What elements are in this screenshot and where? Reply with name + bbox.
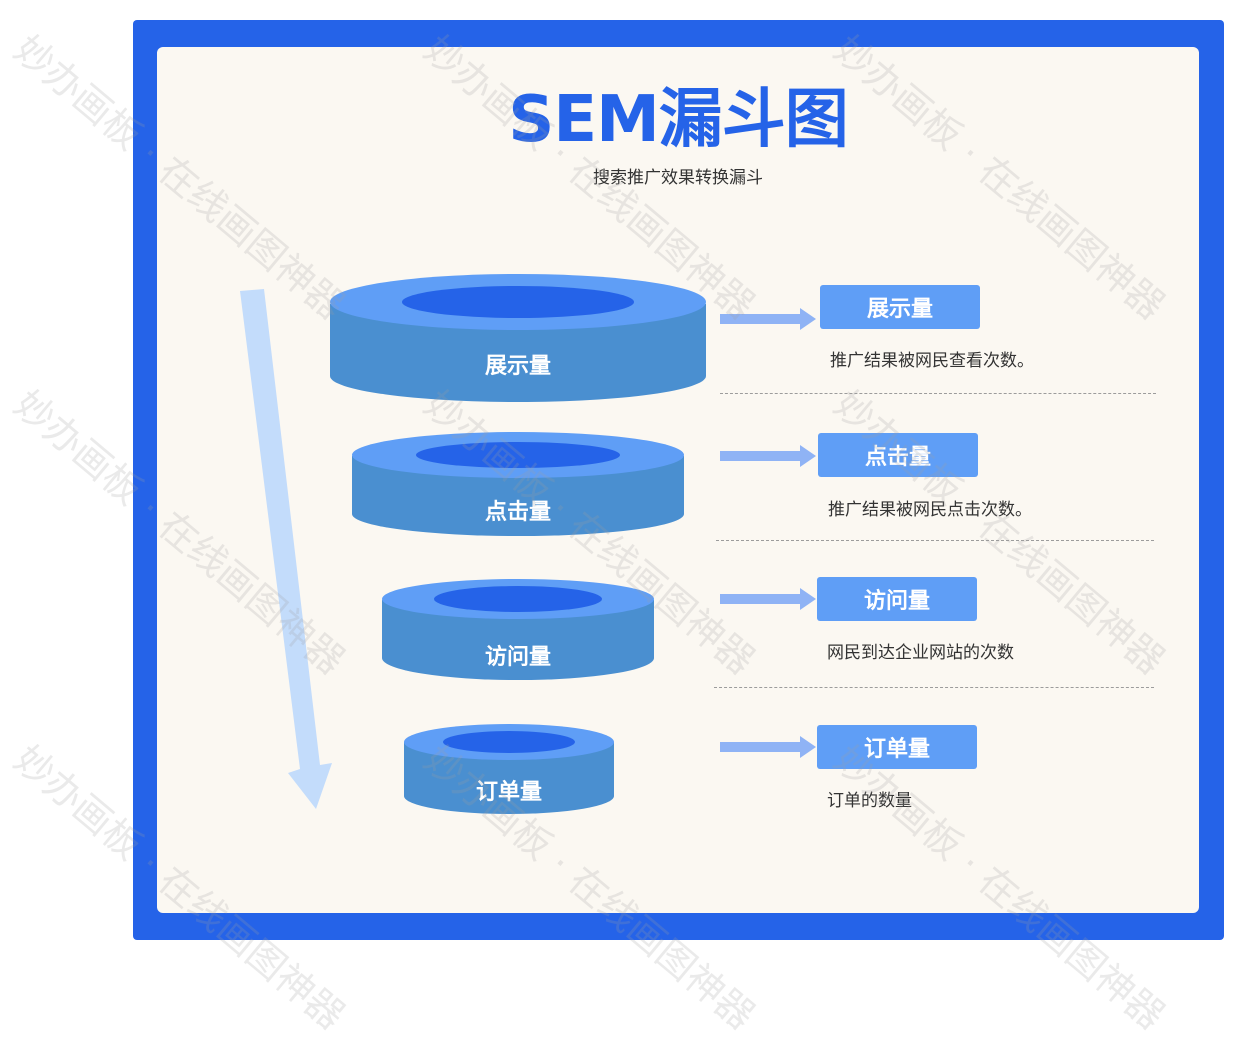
stage-tag: 访问量 — [817, 577, 977, 621]
stage-description: 订单的数量 — [827, 791, 912, 811]
stage-description: 网民到达企业网站的次数 — [827, 643, 1014, 663]
funnel-cylinder-orders: 订单量 — [402, 722, 616, 822]
right-arrow-icon — [720, 588, 816, 610]
stage-description: 推广结果被网民点击次数。 — [828, 500, 1032, 520]
divider — [716, 540, 1154, 541]
divider — [714, 687, 1154, 688]
cylinder-label: 访问量 — [484, 645, 551, 670]
page-title: SEM漏斗图 — [508, 83, 849, 157]
stage-tag: 订单量 — [817, 725, 977, 769]
down-arrow-icon — [240, 289, 332, 809]
cylinder-label: 展示量 — [484, 354, 551, 379]
funnel-cylinder-clicks: 点击量 — [350, 430, 686, 544]
right-arrow-icon — [720, 308, 816, 330]
funnel-cylinder-impressions: 展示量 — [328, 272, 708, 408]
right-arrow-icon — [720, 736, 816, 758]
cylinder-label: 点击量 — [484, 500, 551, 525]
right-arrow-icon — [720, 445, 816, 467]
cylinder-label: 订单量 — [475, 780, 542, 805]
funnel-cylinder-visits: 访问量 — [380, 578, 656, 688]
stage-tag: 点击量 — [818, 433, 978, 477]
divider — [720, 393, 1156, 394]
page-subtitle: 搜索推广效果转换漏斗 — [593, 168, 763, 188]
stage-tag: 展示量 — [820, 285, 980, 329]
stage-description: 推广结果被网民查看次数。 — [830, 351, 1034, 371]
